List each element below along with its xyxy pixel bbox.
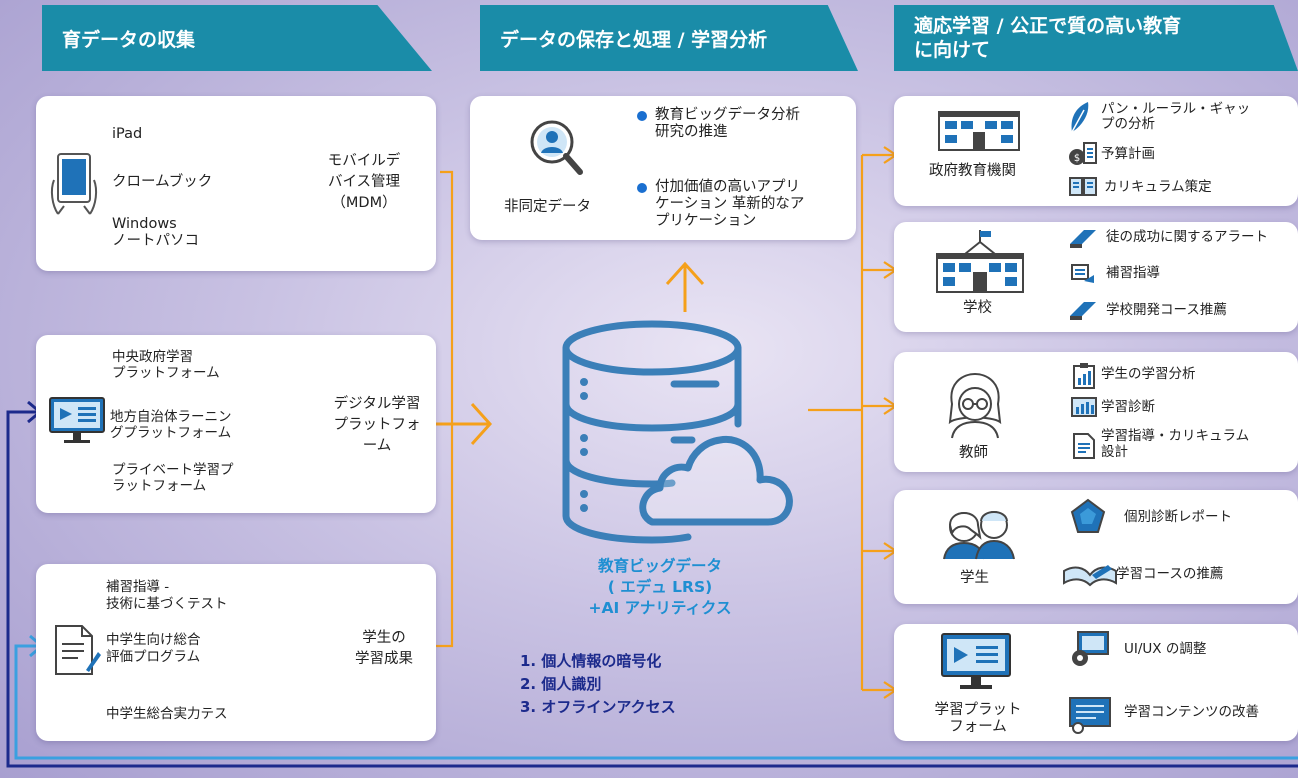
- monitor-icon: [48, 396, 106, 450]
- header-adaptive-learning: 適応学習 / 公正で質の高い教育 に向けて: [894, 5, 1298, 71]
- outcome-remedial-1: 補習指導 -: [106, 579, 170, 595]
- header-data-collection-text: 育データの収集: [62, 28, 196, 51]
- budget-icon: $: [1068, 141, 1098, 171]
- header-storage-analysis: データの保存と処理 / 学習分析: [480, 5, 858, 71]
- ui-ux-icon: [1068, 630, 1110, 672]
- school-building-icon: [935, 228, 1025, 298]
- alert-book-icon: [1068, 226, 1098, 254]
- platform-private-2: ラットフォーム: [112, 478, 207, 494]
- school-item2: 補習指導: [1106, 265, 1160, 281]
- platform-monitor-icon: [940, 632, 1012, 696]
- mdm-label-1: モバイルデ: [327, 153, 401, 169]
- platform-item2: 学習コンテンツの改善: [1124, 704, 1259, 720]
- school-item1: 徒の成功に関するアラート: [1106, 229, 1268, 245]
- header-adaptive-line1: 適応学習 / 公正で質の高い教育: [914, 15, 1182, 37]
- gov-item2: 予算計画: [1101, 146, 1155, 162]
- header-data-collection: 育データの収集: [42, 5, 432, 71]
- gov-item3: カリキュラム策定: [1104, 179, 1212, 195]
- feature-offline: 3. オフラインアクセス: [520, 698, 676, 716]
- school-label: 学校: [963, 300, 992, 316]
- anonymous-bullet2-1: 付加価値の高いアプリ: [655, 179, 800, 195]
- course-book-icon: [1068, 298, 1098, 326]
- platform-label-2: フォーム: [949, 719, 1007, 735]
- platform-local-2: グプラットフォーム: [110, 425, 232, 441]
- open-book-icon: [1062, 561, 1118, 591]
- student-item2: 学習コースの推薦: [1116, 566, 1224, 582]
- curriculum-doc-icon: [1072, 432, 1096, 464]
- teacher-item1: 学生の学習分析: [1101, 366, 1196, 382]
- digital-platform-1: デジタル学習: [333, 396, 421, 412]
- teacher-label: 教師: [959, 445, 988, 461]
- tablet-icon: [48, 150, 98, 224]
- outcomes-card: [36, 564, 436, 741]
- bullet-dot-1: [637, 111, 647, 121]
- anonymous-data-card: [470, 96, 856, 240]
- anonymous-label: 非同定データ: [504, 199, 591, 215]
- digital-platform-3: ーム: [362, 438, 392, 454]
- device-windows: Windows: [112, 216, 177, 232]
- government-building-icon: [937, 108, 1021, 156]
- devices-card: [36, 96, 436, 271]
- teacher-avatar-icon: [940, 372, 1010, 444]
- platform-item1: UI/UX の調整: [1124, 641, 1207, 657]
- outcome-assessment-2: 評価プログラム: [106, 649, 201, 665]
- teacher-item3-2: 設計: [1101, 444, 1128, 460]
- remedial-icon: [1070, 263, 1096, 289]
- header-adaptive-line2: に向けて: [914, 39, 991, 61]
- content-improve-icon: [1068, 696, 1112, 738]
- platform-central-2: プラットフォーム: [112, 365, 220, 381]
- learning-outcome-2: 学習成果: [355, 651, 413, 667]
- header-storage-analysis-text: データの保存と処理 / 学習分析: [500, 28, 768, 51]
- device-ipad: iPad: [112, 126, 143, 142]
- bigdata-title-3: +AI アナリティクス: [588, 599, 732, 617]
- database-cloud-icon: [556, 318, 796, 560]
- anonymous-bullet1-1: 教育ビッグデータ分析: [655, 107, 800, 123]
- device-laptop: ノートパソコ: [112, 233, 199, 249]
- bigdata-title-2: ( エデュ LRS): [607, 578, 713, 596]
- clipboard-chart-icon: [1072, 362, 1096, 394]
- platform-label-1: 学習プラット: [934, 702, 1022, 718]
- platform-private-1: プライベート学習プ: [112, 462, 234, 478]
- curriculum-book-icon: [1068, 175, 1098, 201]
- mdm-label-3: （MDM）: [331, 195, 397, 211]
- school-item3: 学校開発コース推薦: [1106, 302, 1227, 318]
- gov-item1-2: プの分析: [1101, 116, 1155, 132]
- teacher-item2: 学習診断: [1101, 399, 1155, 415]
- digital-platform-2: プラットフォ: [333, 417, 421, 433]
- anonymous-bullet1-2: 研究の推進: [655, 124, 728, 140]
- gov-item1-1: パン・ルーラル・ギャッ: [1101, 101, 1251, 117]
- platform-central-1: 中央政府学習: [112, 349, 193, 365]
- feature-identification: 2. 個人識別: [520, 675, 602, 693]
- bigdata-title-1: 教育ビッグデータ: [597, 557, 722, 575]
- student-label: 学生: [960, 570, 989, 586]
- anonymous-bullet2-2: ケーション 革新的なア: [655, 196, 805, 212]
- svg-text:$: $: [1074, 153, 1080, 164]
- platform-local-1: 地方自治体ラーニン: [110, 409, 232, 425]
- diagnosis-chart-icon: [1070, 396, 1098, 422]
- test-sheet-icon: [52, 622, 102, 682]
- outcome-assessment-1: 中学生向け総合: [106, 632, 201, 648]
- students-avatar-icon: [938, 503, 1020, 565]
- anonymous-bullet2-3: プリケーション: [655, 213, 757, 229]
- student-item1: 個別診断レポート: [1124, 509, 1232, 525]
- magnifier-user-icon: [526, 116, 586, 184]
- gov-label: 政府教育機関: [929, 163, 1016, 179]
- outcome-remedial-2: 技術に基づくテスト: [106, 596, 228, 612]
- feather-icon: [1068, 100, 1092, 138]
- bullet-dot-2: [637, 183, 647, 193]
- teacher-item3-1: 学習指導・カリキュラム: [1101, 428, 1250, 444]
- feature-encryption: 1. 個人情報の暗号化: [520, 652, 662, 670]
- learning-outcome-1: 学生の: [362, 630, 406, 646]
- report-icon: [1070, 498, 1106, 538]
- mdm-label-2: バイス管理: [327, 174, 401, 190]
- outcome-test: 中学生総合実力テス: [106, 706, 228, 722]
- device-chromebook: クロームブック: [112, 174, 213, 190]
